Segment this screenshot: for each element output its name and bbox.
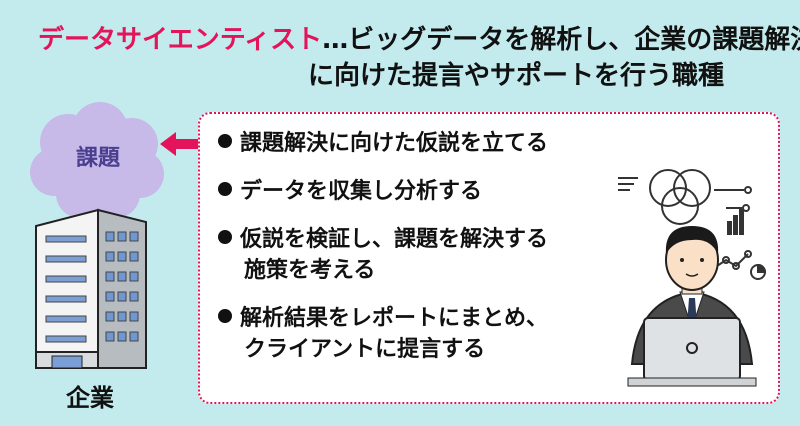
heading-term: データサイエンティスト bbox=[38, 25, 323, 55]
role-panel: 課題解決に向けた仮説を立てる データを収集し分析する 仮説を検証し、課題を解決す… bbox=[198, 112, 780, 404]
task-text-continued: クライアントに提言する bbox=[244, 337, 486, 362]
task-text: 仮説を検証し、課題を解決する bbox=[240, 227, 549, 252]
heading: データサイエンティスト…ビッグデータを解析し、企業の課題解決 に向けた提言やサポ… bbox=[38, 22, 800, 94]
task-item: データを収集し分析する bbox=[218, 176, 548, 207]
bullet-icon bbox=[218, 309, 232, 323]
task-text-continued: 施策を考える bbox=[244, 258, 376, 283]
task-text: データを収集し分析する bbox=[240, 179, 483, 204]
data-scientist-illustration bbox=[618, 169, 767, 387]
task-item: 解析結果をレポートにまとめ、クライアントに提言する bbox=[218, 303, 548, 365]
task-item: 課題解決に向けた仮説を立てる bbox=[218, 128, 548, 159]
task-text: 課題解決に向けた仮説を立てる bbox=[240, 131, 549, 156]
heading-definition: …ビッグデータを解析し、企業の課題解決 bbox=[322, 25, 800, 55]
task-item: 仮説を検証し、課題を解決する施策を考える bbox=[218, 224, 548, 286]
task-list: 課題解決に向けた仮説を立てる データを収集し分析する 仮説を検証し、課題を解決す… bbox=[218, 128, 548, 382]
office-building-icon bbox=[35, 208, 147, 369]
problem-cloud: 課題 bbox=[28, 100, 168, 220]
data-icons bbox=[618, 169, 767, 280]
task-text: 解析結果をレポートにまとめ、 bbox=[240, 306, 549, 331]
bullet-icon bbox=[218, 134, 232, 148]
left-arrow-icon bbox=[160, 132, 198, 156]
company-label: 企業 bbox=[66, 384, 114, 412]
bullet-icon bbox=[218, 230, 232, 244]
heading-line-2: に向けた提言やサポートを行う職種 bbox=[308, 61, 725, 91]
bullet-icon bbox=[218, 182, 232, 196]
heading-line-1: データサイエンティスト…ビッグデータを解析し、企業の課題解決 bbox=[38, 22, 800, 58]
cloud-icon bbox=[30, 102, 164, 218]
cloud-label: 課題 bbox=[75, 146, 120, 171]
